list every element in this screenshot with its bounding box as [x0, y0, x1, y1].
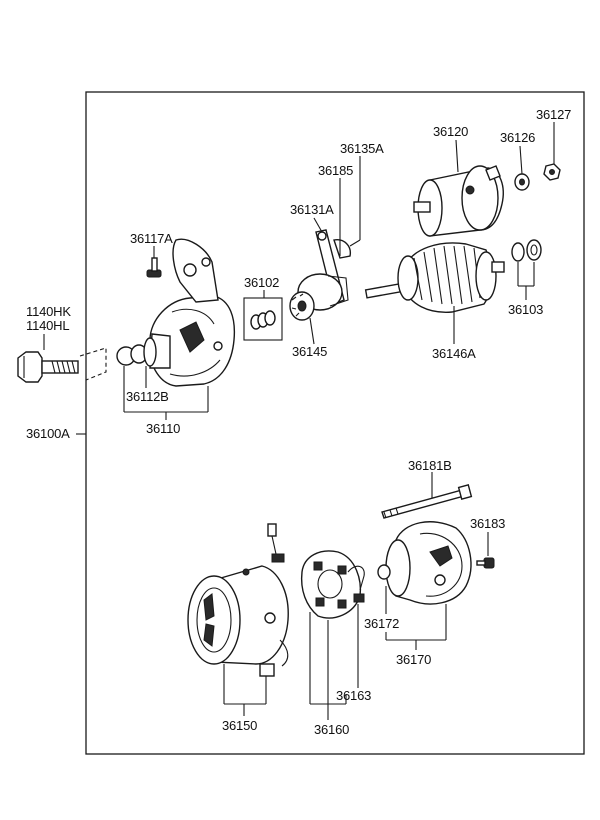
label-36127: 36127	[536, 107, 571, 122]
label-36131a: 36131A	[290, 202, 334, 217]
assembly-frame	[85, 91, 585, 755]
label-36172: 36172	[364, 616, 399, 631]
label-36120: 36120	[433, 124, 468, 139]
spring-36102-part	[243, 297, 283, 341]
pinion-36145-part	[289, 273, 349, 321]
screw-36183-part	[476, 557, 495, 569]
label-36102: 36102	[244, 275, 279, 290]
front-housing-36110-part	[143, 238, 236, 387]
label-36103: 36103	[508, 302, 543, 317]
nut-36127-part	[543, 163, 561, 181]
terminal-clip-part	[267, 523, 285, 563]
label-36185: 36185	[318, 163, 353, 178]
through-bolt-36181b-part	[381, 484, 473, 519]
label-36170: 36170	[396, 652, 431, 667]
armature-36146a-part	[364, 242, 505, 313]
label-1140hk: 1140HK	[26, 304, 71, 319]
label-36117a: 36117A	[130, 231, 173, 246]
label-36146a: 36146A	[432, 346, 476, 361]
label-36181b: 36181B	[408, 458, 452, 473]
washer-36126-part	[514, 173, 530, 191]
rear-cover-36170-part	[377, 521, 472, 605]
brush-holder-36160-part	[300, 550, 362, 619]
label-36100a: 36100A	[26, 426, 70, 441]
screw-36117a-part	[146, 257, 162, 278]
brush-spring-36163-part	[347, 565, 365, 603]
label-36150: 36150	[222, 718, 257, 733]
label-36110: 36110	[146, 421, 180, 436]
yoke-36150-part	[187, 565, 289, 677]
label-36145: 36145	[292, 344, 327, 359]
bolt-1140hk-part	[17, 351, 79, 383]
label-36135a: 36135A	[340, 141, 384, 156]
label-36112b: 36112B	[126, 389, 169, 404]
solenoid-36120-part	[413, 165, 504, 237]
washers-36103-part	[511, 239, 542, 262]
label-36183: 36183	[470, 516, 505, 531]
label-36160: 36160	[314, 722, 349, 737]
label-36163: 36163	[336, 688, 371, 703]
label-36126: 36126	[500, 130, 535, 145]
bushing-36112b-part	[116, 344, 148, 366]
label-1140hl: 1140HL	[26, 318, 69, 333]
